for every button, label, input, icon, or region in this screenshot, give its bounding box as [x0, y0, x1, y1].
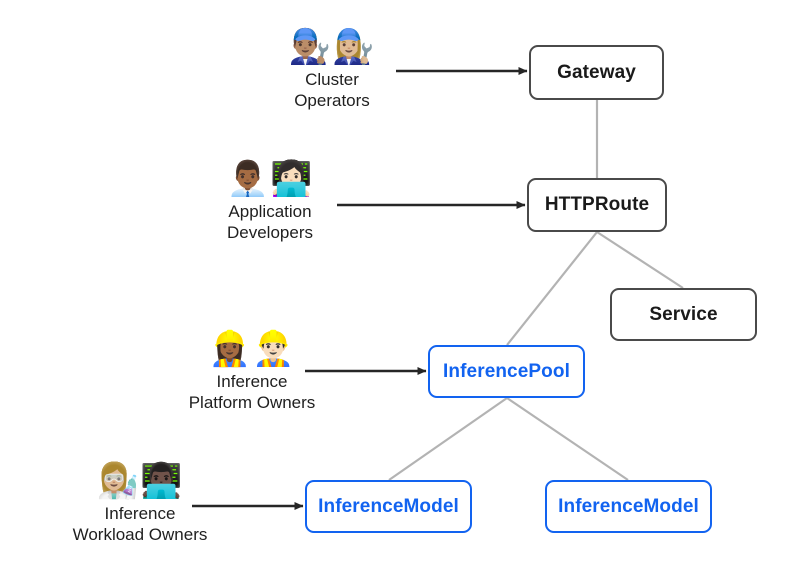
connector-httproute-to-inferencepool [506, 231, 598, 346]
actor-label-line-2: Workload Owners [72, 525, 208, 544]
node-service-label: Service [649, 303, 718, 325]
node-inferencepool-label: InferencePool [443, 360, 570, 382]
application-developers-emoji-pair: 👨🏾‍💼👩🏻‍💻 [226, 159, 314, 199]
actor-label-line-2: Operators [294, 91, 370, 110]
connector-httproute-to-service [596, 231, 684, 289]
actor-arrows [192, 67, 528, 510]
cluster-operators-emoji-pair: 👨🏽‍🔧👩🏼‍🔧 [288, 27, 376, 67]
inference-platform-owners-emoji-pair: 👷🏾‍♀️👷🏻‍♂️ [208, 329, 296, 369]
actor-cluster-operators: 👨🏽‍🔧👩🏼‍🔧 Cluster Operators [270, 28, 394, 111]
actor-application-developers-label: Application Developers [227, 201, 313, 243]
node-httproute[interactable]: HTTPRoute [527, 178, 667, 232]
node-inferencemodel-left-label: InferenceModel [318, 495, 459, 517]
node-gateway[interactable]: Gateway [529, 45, 664, 100]
actor-label-line-1: Inference [104, 504, 176, 523]
actor-application-developers: 👨🏾‍💼👩🏻‍💻 Application Developers [206, 160, 334, 243]
node-inferencepool[interactable]: InferencePool [428, 345, 585, 398]
actor-cluster-operators-label: Cluster Operators [294, 69, 370, 111]
actor-inference-platform-owners: 👷🏾‍♀️👷🏻‍♂️ Inference Platform Owners [168, 330, 336, 413]
node-service[interactable]: Service [610, 288, 757, 341]
actor-label-line-1: Cluster [305, 70, 359, 89]
actor-label-line-2: Platform Owners [188, 393, 316, 412]
connector-inferencepool-to-inferencemodel-left [388, 397, 508, 481]
node-inferencemodel-right-label: InferenceModel [558, 495, 699, 517]
node-inferencemodel-left[interactable]: InferenceModel [305, 480, 472, 533]
connector-inferencepool-to-inferencemodel-right [506, 397, 629, 481]
node-inferencemodel-right[interactable]: InferenceModel [545, 480, 712, 533]
actor-inference-workload-owners: 👩🏼‍🔬👨🏿‍💻 Inference Workload Owners [50, 462, 230, 545]
node-gateway-label: Gateway [557, 61, 636, 83]
actor-inference-platform-owners-label: Inference Platform Owners [189, 371, 316, 413]
actor-inference-workload-owners-label: Inference Workload Owners [73, 503, 208, 545]
actor-label-line-2: Developers [227, 223, 313, 242]
node-httproute-label: HTTPRoute [544, 194, 650, 215]
actor-label-line-1: Inference [216, 372, 288, 391]
inference-workload-owners-emoji-pair: 👩🏼‍🔬👨🏿‍💻 [96, 461, 184, 501]
actor-label-line-1: Application [228, 202, 312, 221]
